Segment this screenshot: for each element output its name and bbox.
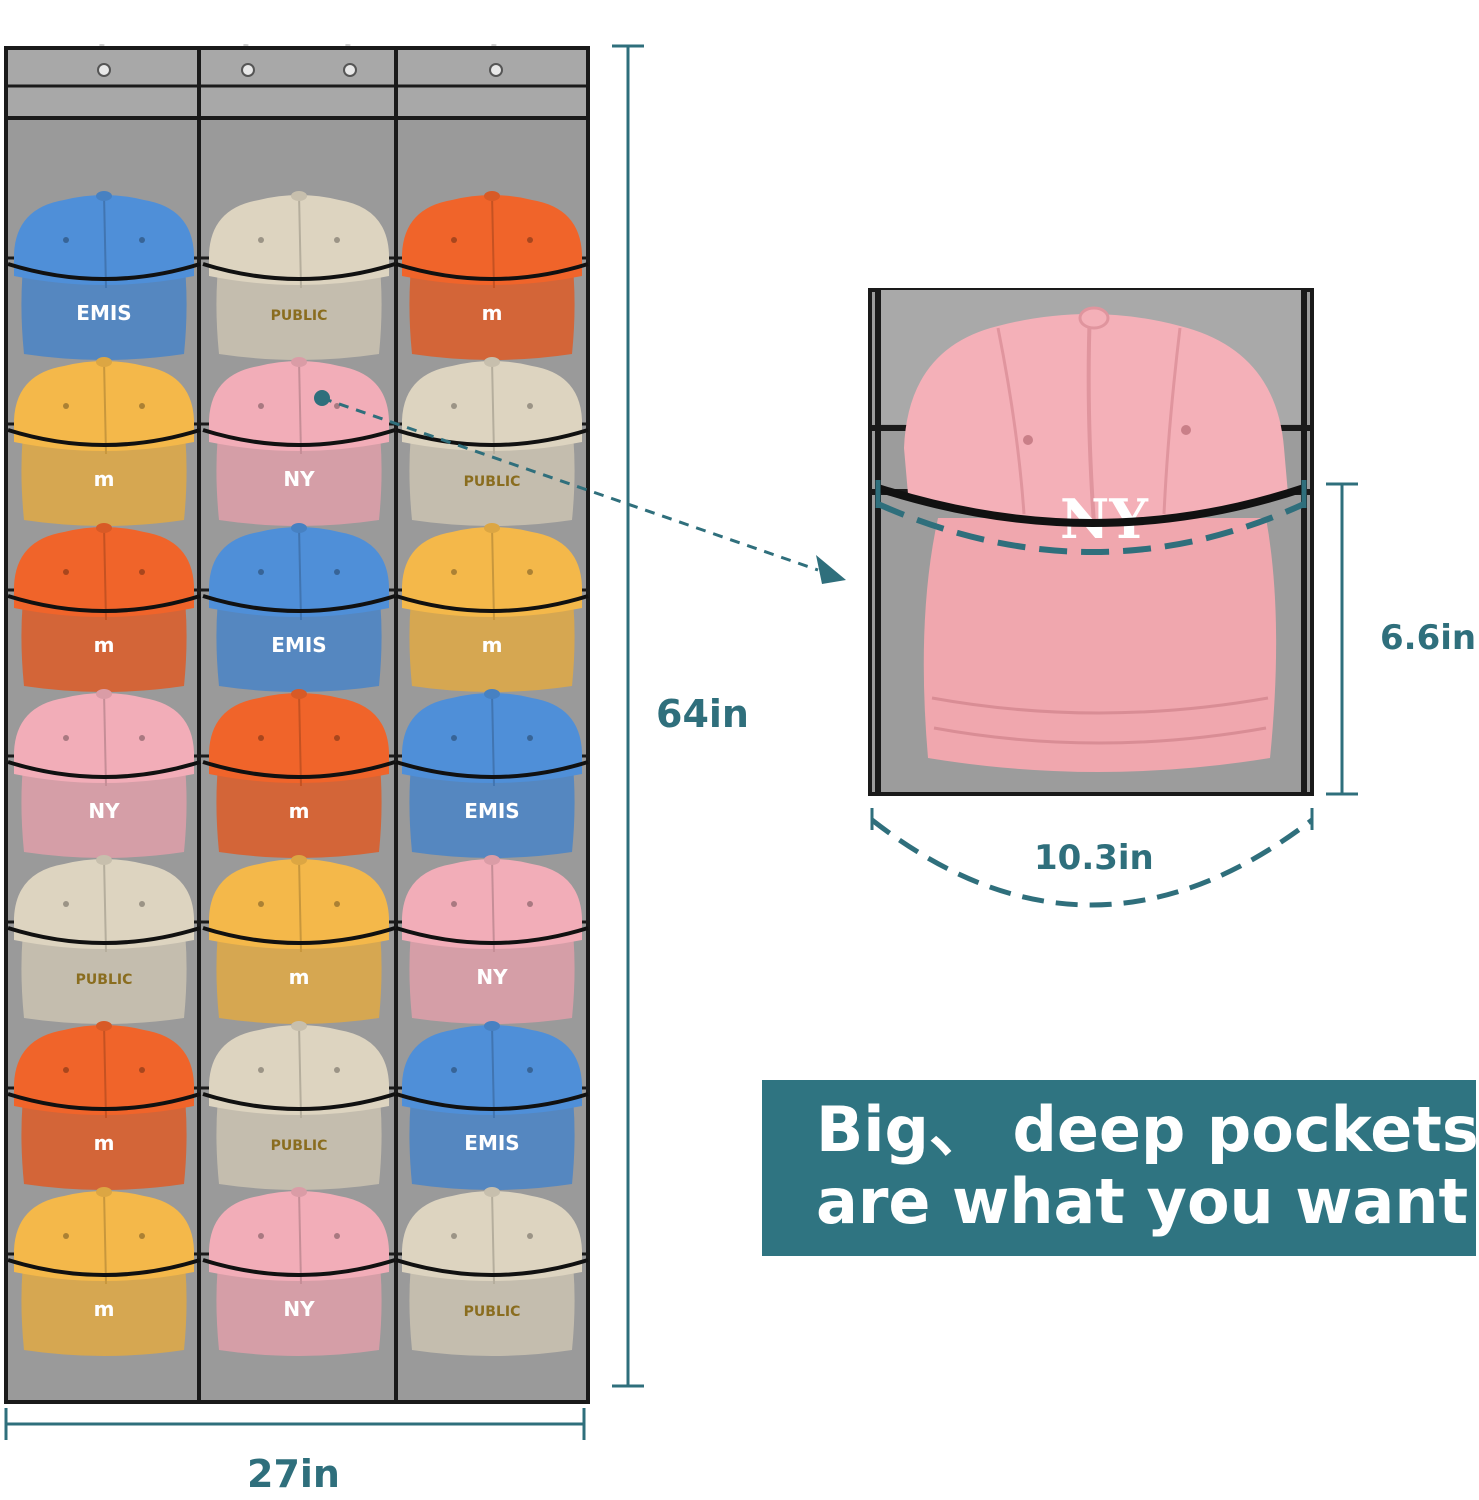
- hat-print: m: [94, 633, 115, 657]
- hat: m: [7, 523, 201, 692]
- hat: EMIS: [395, 689, 589, 858]
- hat-print: EMIS: [271, 633, 326, 657]
- hat: PUBLIC: [395, 1187, 589, 1356]
- hat-print: m: [94, 467, 115, 491]
- hat-print: m: [289, 965, 310, 989]
- hat-print: PUBLIC: [76, 972, 133, 988]
- height-label: 64in: [656, 692, 749, 736]
- hat: NY: [202, 357, 396, 526]
- hat-print: PUBLIC: [271, 308, 328, 324]
- hat-print: NY: [88, 799, 120, 823]
- hat: NY: [7, 689, 201, 858]
- hat-print: EMIS: [464, 1131, 519, 1155]
- hat: EMIS: [202, 523, 396, 692]
- hat-print: m: [482, 633, 503, 657]
- hat: m: [395, 191, 589, 360]
- hat: m: [7, 1187, 201, 1356]
- banner-line-2: are what you want: [816, 1165, 1469, 1238]
- hat-print: NY: [283, 467, 315, 491]
- hat: NY: [395, 855, 589, 1024]
- feature-banner: Big、 deep pockets are what you want: [762, 1080, 1479, 1256]
- pointer-dot: [314, 390, 330, 406]
- hat: PUBLIC: [202, 191, 396, 360]
- hat-print: m: [482, 301, 503, 325]
- hat: PUBLIC: [7, 855, 201, 1024]
- hat-print: NY: [476, 965, 508, 989]
- pocket-width-arc: [870, 818, 1314, 908]
- hat: m: [202, 855, 396, 1024]
- hat-print: m: [289, 799, 310, 823]
- pocket-width-label: 10.3in: [1034, 838, 1154, 878]
- hat-print: PUBLIC: [464, 1304, 521, 1320]
- hat-print: EMIS: [464, 799, 519, 823]
- pointer-line: [321, 396, 819, 572]
- hat: PUBLIC: [202, 1021, 396, 1190]
- hat-print: PUBLIC: [464, 474, 521, 490]
- hat: EMIS: [395, 1021, 589, 1190]
- hat-print: PUBLIC: [271, 1138, 328, 1154]
- width-label: 27in: [247, 1452, 340, 1496]
- hat: NY: [202, 1187, 396, 1356]
- pointer-arrowhead: [816, 555, 846, 584]
- hat: m: [395, 523, 589, 692]
- hat-print: NY: [283, 1297, 315, 1321]
- hat: m: [7, 1021, 201, 1190]
- hat: m: [202, 689, 396, 858]
- hat-print: m: [94, 1297, 115, 1321]
- pocket-closeup-image: NY: [868, 288, 1314, 796]
- pocket-height-label: 6.6in: [1380, 618, 1477, 658]
- hat-print: EMIS: [76, 301, 131, 325]
- hat: m: [7, 357, 201, 526]
- hat: PUBLIC: [395, 357, 589, 526]
- pink-cap-closeup: NY: [876, 306, 1306, 772]
- banner-line-1: Big、 deep pockets: [816, 1093, 1479, 1166]
- hat: EMIS: [7, 191, 201, 360]
- hat-print: m: [94, 1131, 115, 1155]
- grommets: [97, 63, 503, 77]
